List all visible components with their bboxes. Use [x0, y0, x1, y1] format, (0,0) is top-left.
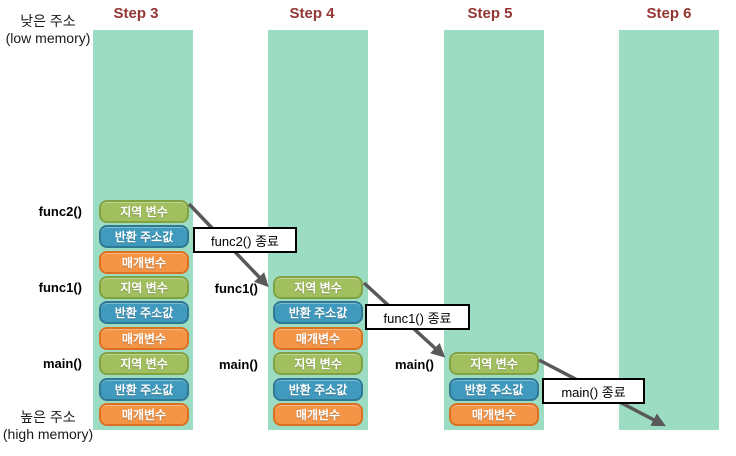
- func2-exit-label: func2() 종료: [193, 227, 297, 253]
- stack-box-local-var: 지역 변수: [99, 276, 189, 299]
- stack-box-return-address: 반환 주소값: [449, 378, 539, 401]
- stack-box-local-var: 지역 변수: [273, 276, 363, 299]
- main-label-step4: main(): [219, 357, 258, 372]
- func1-label-step4: func1(): [214, 281, 258, 296]
- stack-box-local-var: 지역 변수: [273, 352, 363, 375]
- stack-box-return-address: 반환 주소값: [99, 378, 189, 401]
- stack-box-return-address: 반환 주소값: [99, 301, 189, 324]
- memory-column-step6: [619, 30, 719, 430]
- high-memory-label-ko: 높은 주소: [20, 409, 76, 425]
- stack-box-return-address: 반환 주소값: [99, 225, 189, 248]
- stack-box-parameter: 매개변수: [99, 251, 189, 274]
- high-memory-label-en: (high memory): [2, 426, 94, 442]
- step-4-header: Step 4: [289, 5, 335, 22]
- main-label-step5: main(): [395, 357, 434, 372]
- stack-box-local-var: 지역 변수: [99, 200, 189, 223]
- stack-box-parameter: 매개변수: [99, 403, 189, 426]
- step-6-header: Step 6: [646, 5, 692, 22]
- main-label-step3: main(): [43, 356, 82, 371]
- stack-box-return-address: 반환 주소값: [273, 378, 363, 401]
- stack-box-local-var: 지역 변수: [449, 352, 539, 375]
- stack-box-parameter: 매개변수: [99, 327, 189, 350]
- step-3-header: Step 3: [113, 5, 159, 22]
- func2-label-step3: func2(): [38, 204, 82, 219]
- stack-box-parameter: 매개변수: [273, 403, 363, 426]
- main-exit-label: main() 종료: [542, 378, 645, 404]
- stack-box-parameter: 매개변수: [449, 403, 539, 426]
- stack-box-parameter: 매개변수: [273, 327, 363, 350]
- low-memory-label-ko: 낮은 주소: [20, 13, 76, 29]
- func1-exit-label: func1() 종료: [365, 304, 470, 330]
- low-memory-label-en: (low memory): [5, 30, 91, 46]
- stack-box-return-address: 반환 주소값: [273, 301, 363, 324]
- stack-box-local-var: 지역 변수: [99, 352, 189, 375]
- step-5-header: Step 5: [467, 5, 513, 22]
- func1-label-step3: func1(): [38, 280, 82, 295]
